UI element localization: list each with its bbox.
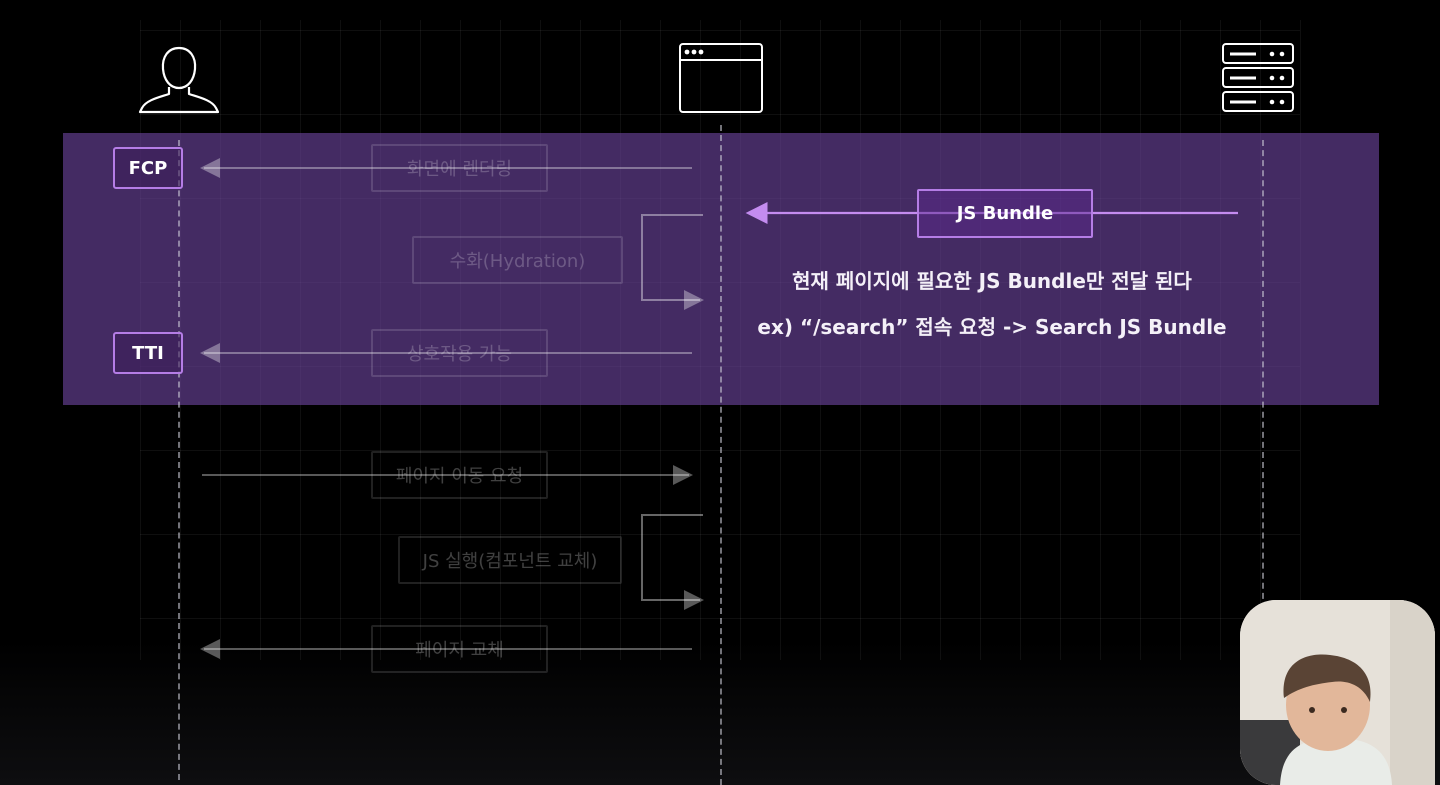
grid-line — [140, 114, 1300, 115]
presenter-webcam — [1240, 600, 1435, 785]
tti-badge: TTI — [113, 332, 183, 374]
fcp-badge: FCP — [113, 147, 183, 189]
page-move-request-message: 페이지 이동 요청 — [371, 451, 548, 499]
js-execute-loop — [641, 514, 704, 610]
user-lifeline — [178, 140, 180, 780]
grid-line — [140, 30, 1300, 31]
browser-lifeline — [720, 125, 722, 785]
server-stack-icon — [1222, 43, 1294, 117]
server-lifeline — [1262, 140, 1264, 780]
hydration-loop — [641, 214, 704, 310]
caption-line-1: 현재 페이지에 필요한 JS Bundle만 전달 된다 — [792, 269, 1192, 293]
caption-line-2: ex) “/search” 접속 요청 -> Search JS Bundle — [757, 315, 1227, 339]
user-icon — [138, 44, 220, 118]
js-bundle-box: JS Bundle — [917, 189, 1093, 238]
browser-window-icon — [679, 43, 763, 117]
page-replace-message: 페이지 교체 — [371, 625, 548, 673]
js-execute-message: JS 실행(컴포넌트 교체) — [398, 536, 622, 584]
hydration-message: 수화(Hydration) — [412, 236, 623, 284]
render-message: 화면에 렌더링 — [371, 144, 548, 192]
interactive-message: 상호작용 가능 — [371, 329, 548, 377]
